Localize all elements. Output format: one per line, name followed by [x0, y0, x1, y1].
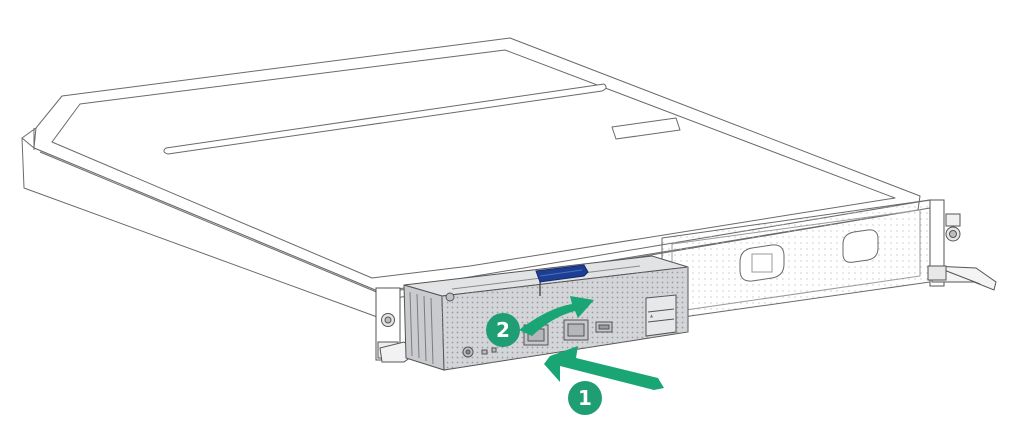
arrow-lock-latch	[519, 296, 594, 336]
step-badge-1: 1	[568, 381, 602, 415]
step-badge-2: 2	[486, 313, 520, 347]
step-label-1: 1	[578, 386, 592, 410]
lid-recess	[51, 49, 896, 279]
svg-text:▲: ▲	[650, 313, 654, 318]
lid-groove	[163, 83, 607, 155]
module-side-fins	[409, 291, 434, 365]
panel-handle-cutouts	[739, 229, 879, 282]
chassis-label-plate	[611, 117, 681, 140]
module-right-panel: ▲	[645, 294, 677, 337]
status-led	[481, 349, 488, 355]
arrow-insert	[544, 346, 664, 390]
right-ejector-latch[interactable]	[927, 199, 997, 291]
module-ports	[462, 319, 613, 358]
right-front-panel	[661, 199, 931, 321]
left-front-frame	[375, 287, 419, 363]
step-label-2: 2	[496, 318, 510, 342]
blue-release-latch[interactable]	[535, 264, 589, 283]
